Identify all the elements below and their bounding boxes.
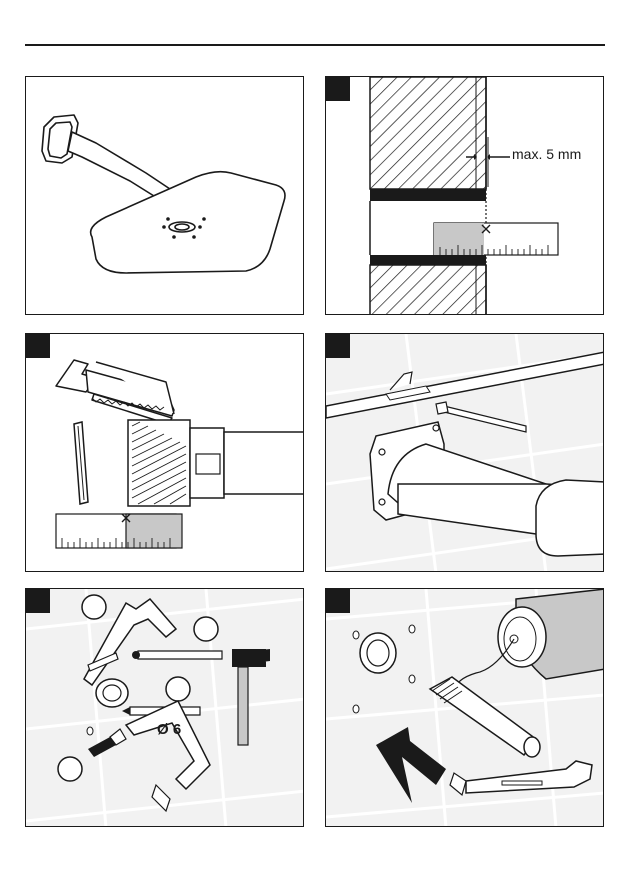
- panel-step-5: [325, 588, 604, 827]
- panel-step-1: max. 5 mm: [325, 76, 604, 315]
- panel-step-4: Ø 6: [25, 588, 304, 827]
- saw-cut-illustration: [26, 334, 304, 572]
- drill-diameter-label: Ø 6: [157, 721, 181, 738]
- panel-overview: [25, 76, 304, 315]
- level-marking-illustration: [326, 334, 604, 572]
- step-badge: [26, 589, 50, 613]
- wall-depth-illustration: [326, 77, 604, 315]
- step-badge: [326, 589, 350, 613]
- step-badge: [326, 77, 350, 101]
- panel-step-2: [25, 333, 304, 572]
- shower-arm-overview-illustration: [26, 77, 304, 315]
- step-badge: [26, 334, 50, 358]
- header-rule: [25, 44, 605, 46]
- max-depth-label: max. 5 mm: [512, 146, 581, 162]
- panel-step-3: [325, 333, 604, 572]
- drill-seal-illustration: [26, 589, 304, 827]
- step-badge: [326, 334, 350, 358]
- connector-install-illustration: [326, 589, 604, 827]
